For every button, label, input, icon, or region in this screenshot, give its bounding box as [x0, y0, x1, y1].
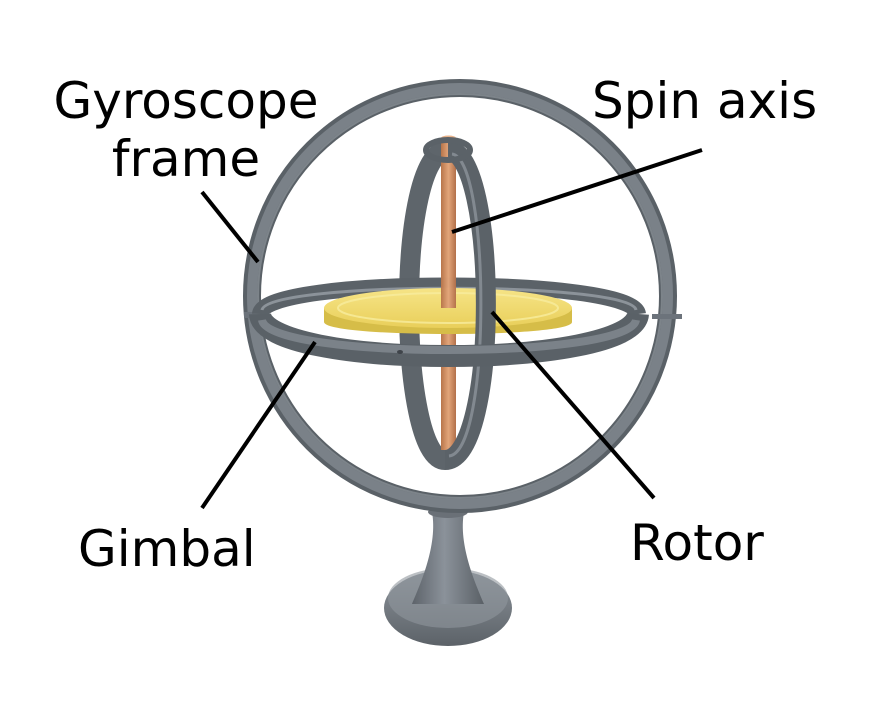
- leader-lines: [200, 148, 703, 510]
- stand: [384, 506, 512, 646]
- label-gyroscope-frame: Gyroscope frame: [48, 72, 324, 188]
- leader-rotor: [490, 310, 656, 500]
- leader-spin-axis: [451, 148, 703, 234]
- label-gyroscope-frame-line1: Gyroscope: [53, 72, 319, 130]
- label-rotor: Rotor: [630, 514, 764, 572]
- leader-gimbal: [200, 340, 317, 510]
- inner-gimbal-front: [423, 137, 496, 470]
- label-gimbal: Gimbal: [78, 520, 256, 578]
- stand-post: [412, 512, 484, 604]
- label-gyroscope-frame-line2: frame: [111, 130, 261, 188]
- gimbal-front: [249, 310, 649, 367]
- leader-gyroscope-frame: [200, 190, 260, 264]
- gyroscope-frame: [243, 79, 682, 513]
- label-spin-axis: Spin axis: [592, 72, 818, 130]
